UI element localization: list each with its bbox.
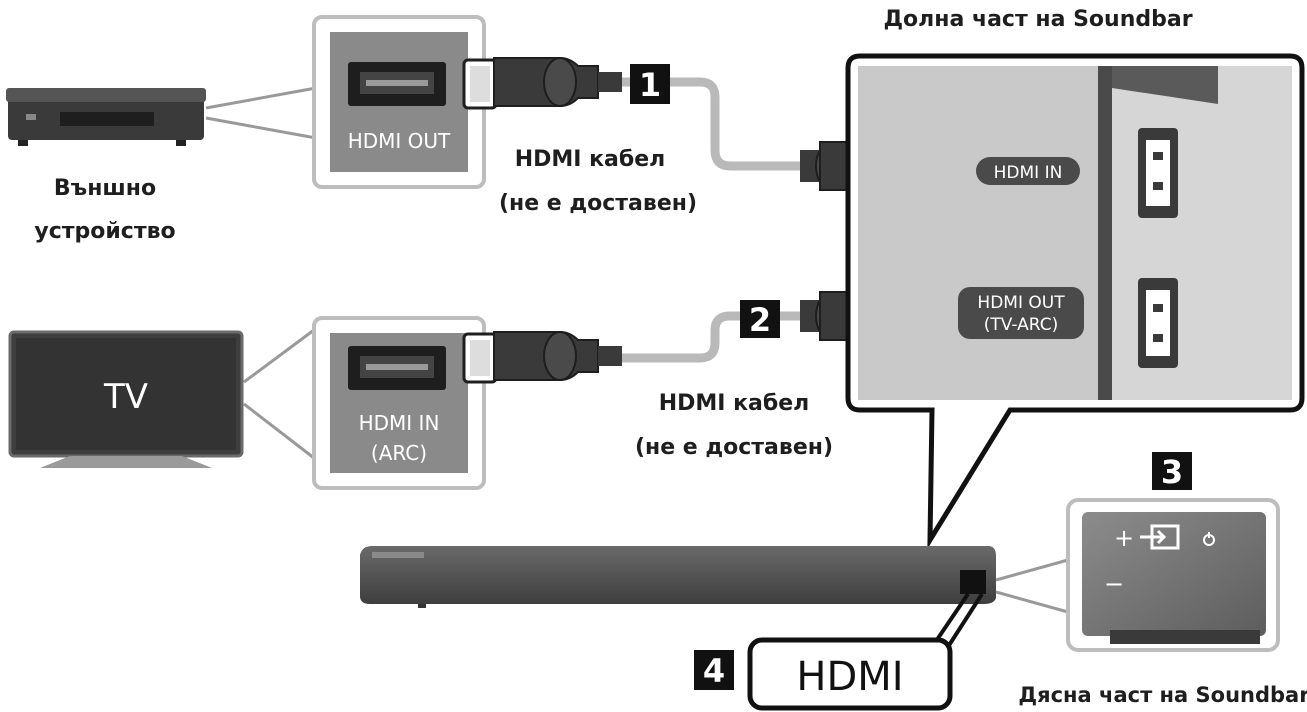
hdmi-callout-text: HDMI: [796, 654, 903, 700]
svg-text:2: 2: [749, 301, 771, 339]
hdmi-callout: HDMI: [747, 592, 984, 711]
cable1-label-2: (не е доставен): [499, 191, 697, 216]
tv-screen-text: TV: [103, 377, 148, 417]
cable2-label-2: (не е доставен): [635, 435, 833, 460]
sb-hdmi-out-pill: HDMI OUT (TV-ARC): [958, 287, 1084, 339]
svg-text:(TV-ARC): (TV-ARC): [984, 315, 1059, 335]
side-callout-line: [995, 590, 1069, 614]
svg-text:4: 4: [703, 652, 725, 690]
svg-text:HDMI OUT: HDMI OUT: [977, 293, 1065, 313]
soundbar-body-icon: [360, 546, 996, 608]
input-source-icon: [1140, 524, 1180, 550]
tv-callout-line: [243, 402, 315, 460]
sb-hdmi-in-pill: HDMI IN: [976, 157, 1080, 185]
bottom-title: Долна част на Soundbar: [883, 7, 1192, 32]
cable1-label-1: HDMI кабел: [515, 147, 666, 172]
tv-hdmi-in-panel: HDMI IN (ARC): [312, 316, 486, 490]
volume-down-icon: −: [1104, 570, 1124, 598]
tv-icon: TV: [8, 330, 244, 468]
volume-up-icon: +: [1114, 524, 1134, 552]
tv-callout-line: [243, 328, 315, 384]
step-4-badge: 4: [694, 650, 734, 690]
right-side-title: Дясна част на Soundbar: [1018, 683, 1307, 707]
ext-callout-line: [205, 116, 317, 140]
side-callout-line: [995, 558, 1069, 582]
step-2-badge: 2: [740, 300, 780, 339]
svg-text:1: 1: [639, 66, 661, 104]
step-3-badge: 3: [1152, 452, 1192, 491]
external-device-icon: [6, 88, 206, 146]
tv-hdmi-in-label-2: (ARC): [371, 441, 427, 465]
external-device-label-1: Външно: [54, 176, 156, 201]
tv-hdmi-in-label-1: HDMI IN: [359, 411, 440, 435]
step-1-badge: 1: [630, 64, 670, 104]
power-icon: [1203, 532, 1215, 546]
svg-text:HDMI IN: HDMI IN: [994, 163, 1063, 183]
ext-hdmi-out-panel: HDMI OUT: [312, 15, 486, 189]
external-device-label-2: устройство: [34, 219, 175, 244]
soundbar-right-side-panel: + −: [1066, 498, 1280, 652]
cable2-label-1: HDMI кабел: [659, 391, 810, 416]
ext-callout-line: [205, 86, 317, 110]
ext-hdmi-out-label: HDMI OUT: [348, 129, 451, 153]
svg-text:3: 3: [1161, 453, 1183, 491]
